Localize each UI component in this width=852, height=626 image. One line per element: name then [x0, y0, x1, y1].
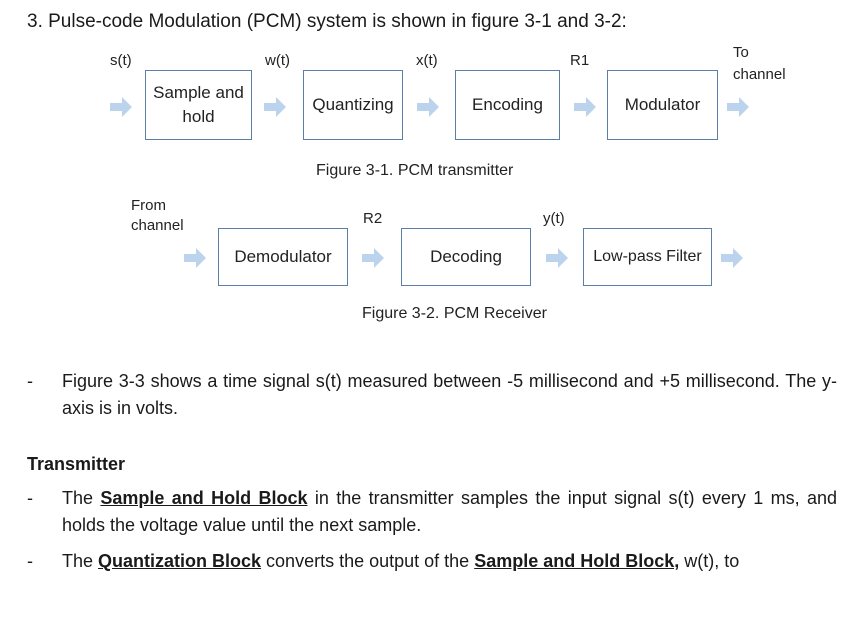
sample-hold-line2: hold	[182, 107, 215, 126]
arrow-right-icon	[546, 248, 568, 268]
figure-3-1-caption: Figure 3-1. PCM transmitter	[316, 162, 514, 179]
arrow-right-icon	[727, 97, 749, 117]
sample-hold-block-term: Sample and Hold Block	[100, 488, 308, 508]
label-s-t: s(t)	[110, 52, 132, 69]
arrow-right-icon	[264, 97, 286, 117]
figure-3-2-caption: Figure 3-2. PCM Receiver	[362, 305, 547, 322]
label-from: From	[131, 197, 166, 214]
paragraph-figure-3-3: - Figure 3-3 shows a time signal s(t) me…	[27, 368, 837, 422]
label-w-t: w(t)	[265, 52, 290, 69]
sample-and-hold-block: Sample and hold	[145, 70, 252, 140]
encoding-block: Encoding	[455, 70, 560, 140]
arrow-right-icon	[721, 248, 743, 268]
arrow-right-icon	[417, 97, 439, 117]
low-pass-filter-block: Low-pass Filter	[583, 228, 712, 286]
arrow-right-icon	[574, 97, 596, 117]
arrow-right-icon	[110, 97, 132, 117]
paragraph-sample-hold: - The Sample and Hold Block in the trans…	[27, 485, 837, 539]
label-y-t: y(t)	[543, 210, 565, 227]
question-title: 3. Pulse-code Modulation (PCM) system is…	[27, 11, 627, 32]
label-to: To	[733, 44, 749, 61]
sample-hold-line1: Sample and	[153, 83, 244, 103]
bullet-dash: -	[27, 371, 33, 391]
demodulator-block: Demodulator	[218, 228, 348, 286]
label-channel-in: channel	[131, 217, 184, 234]
quantization-block-term: Quantization Block	[98, 551, 262, 571]
modulator-block: Modulator	[607, 70, 718, 140]
paragraph-text: Figure 3-3 shows a time signal s(t) meas…	[62, 371, 837, 418]
decoding-block: Decoding	[401, 228, 531, 286]
paragraph-text: The Sample and Hold Block in the transmi…	[62, 485, 837, 539]
label-channel-out: channel	[733, 66, 786, 83]
quantizing-block: Quantizing	[303, 70, 403, 140]
text-span: converts the output of the	[261, 551, 475, 571]
label-r1: R1	[570, 52, 590, 69]
paragraph-text: The Quantization Block converts the outp…	[62, 548, 837, 575]
bullet-dash: -	[27, 488, 33, 508]
label-r2: R2	[363, 210, 383, 227]
arrow-right-icon	[362, 248, 384, 268]
bullet-dash: -	[27, 551, 33, 571]
arrow-right-icon	[184, 248, 206, 268]
text-span: w(t), to	[679, 551, 740, 571]
label-x-t: x(t)	[416, 52, 438, 69]
text-span: in the transmitter samples the input sig…	[62, 488, 837, 535]
sample-hold-block-term: Sample and Hold Block,	[474, 551, 680, 571]
text-span: The	[62, 551, 99, 571]
paragraph-quantization: - The Quantization Block converts the ou…	[27, 548, 837, 575]
transmitter-heading: Transmitter	[27, 454, 126, 474]
text-span: The	[62, 488, 101, 508]
